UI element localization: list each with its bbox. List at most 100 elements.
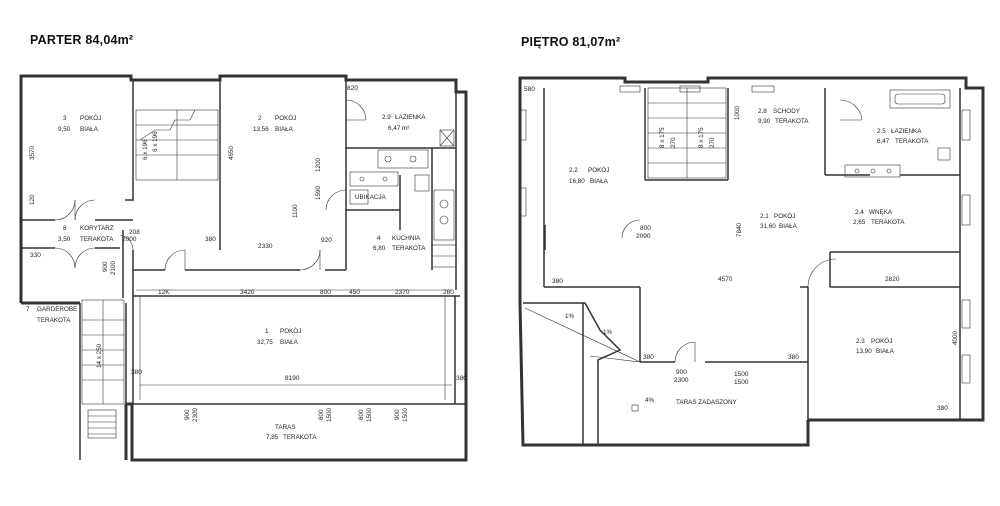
first-stairs-label-4: 270 xyxy=(709,137,716,148)
room-8-finish: TERAKOTA xyxy=(80,236,114,243)
ground-inner-walls xyxy=(21,80,466,460)
room-2-8-area: 9,90 xyxy=(758,118,771,125)
dim-900: 900 xyxy=(102,261,109,272)
ground-doors xyxy=(54,99,367,271)
dim-208: 208 xyxy=(129,229,140,236)
slope-label-2: 1% xyxy=(603,329,613,336)
dim-t1: 900 xyxy=(184,409,191,420)
taras-finish: TERAKOTA xyxy=(283,434,317,441)
room-2-8-finish: TERAKOTA xyxy=(775,118,809,125)
dim-920: 920 xyxy=(321,237,332,244)
dim-3570: 3570 xyxy=(29,145,36,160)
room-1-number: 1 xyxy=(265,328,269,335)
dim-820: 820 xyxy=(347,85,358,92)
room-2-4-area: 2,65 xyxy=(853,219,866,226)
dim-2100: 2100 xyxy=(110,260,117,275)
dim-1500-a: 1500 xyxy=(734,371,749,378)
room-4-finish: TERAKOTA xyxy=(392,245,426,252)
first-stairs-label-2: 8 x 175 xyxy=(698,127,705,148)
dim-4650: 4650 xyxy=(228,145,235,160)
room-4-number: 4 xyxy=(377,235,381,242)
slope-label-3: 4% xyxy=(645,397,655,404)
room-4-name: KUCHNIA xyxy=(392,235,421,242)
dim-120: 120 xyxy=(29,194,36,205)
dim-380-b: 380 xyxy=(643,354,654,361)
dim-380-left: 380 xyxy=(131,369,142,376)
dim-12k: 12K xyxy=(158,289,170,296)
dim-450: 450 xyxy=(349,289,360,296)
ground-details xyxy=(81,109,457,439)
room-2-2-area: 16,80 xyxy=(569,178,585,185)
ubikacja-label: UBIKACJA xyxy=(355,194,387,201)
dim-t8: 1500 xyxy=(402,407,409,422)
room-2-5-number: 2.5 xyxy=(877,128,886,135)
room-2-5-name: ŁAZIENKA xyxy=(891,128,922,135)
dim-380-c: 380 xyxy=(788,354,799,361)
room-2-8-name: SCHODY xyxy=(773,108,801,115)
room-2-8-number: 2.8 xyxy=(758,108,767,115)
dim-2300: 2300 xyxy=(674,377,689,384)
room-2-3-number: 2.3 xyxy=(856,338,865,345)
dim-800: 800 xyxy=(640,225,651,232)
room-2-2-finish: BIAŁA xyxy=(590,178,609,185)
dim-800: 800 xyxy=(320,289,331,296)
room-3-name: POKÓJ xyxy=(80,113,101,122)
room-8-number: 8 xyxy=(63,225,67,232)
room-2-9-area: 6,47 m² xyxy=(388,125,409,132)
ground-outer-walls xyxy=(19,74,468,462)
dim-580: 580 xyxy=(524,86,535,93)
first-stairs-label-3: 270 xyxy=(670,137,677,148)
dim-380-a: 380 xyxy=(552,278,563,285)
room-2-number: 2 xyxy=(258,115,262,122)
first-inner-walls xyxy=(523,88,961,445)
room-2-area: 13,56 xyxy=(253,126,269,133)
dim-2000: 2000 xyxy=(122,236,137,243)
dim-4000: 4000 xyxy=(952,330,959,345)
room-1-area: 32,75 xyxy=(257,339,273,346)
room-2-5-area: 6,47 xyxy=(877,138,890,145)
room-2-4-number: 2.4 xyxy=(855,209,864,216)
room-2-5-finish: TERAKOTA xyxy=(895,138,929,145)
room-2-4-name: WNĘKA xyxy=(869,209,893,216)
dim-t7: 900 xyxy=(394,409,401,420)
room-1-finish: BIAŁA xyxy=(280,339,299,346)
dim-1200: 1200 xyxy=(315,157,322,172)
ground-room-labels: 3 POKÓJ 9,50 BIAŁA 2 POKÓJ 13,56 BIAŁA 2… xyxy=(26,113,426,441)
room-2-1-number: 2.1 xyxy=(760,213,769,220)
room-3-number: 3 xyxy=(63,115,67,122)
taras-name: TARAS xyxy=(275,424,296,431)
taras-zadaszony-label: TARAS ZADASZONY xyxy=(676,399,738,406)
dim-1500-b: 1500 xyxy=(734,379,749,386)
dim-t5: 800 xyxy=(358,409,365,420)
room-2-3-area: 13,90 xyxy=(856,348,872,355)
ground-floor-title: PARTER 84,04m² xyxy=(30,33,134,47)
ground-floor-plan xyxy=(19,74,468,462)
room-8-name: KORYTARZ xyxy=(80,225,114,232)
dim-3420: 3420 xyxy=(240,289,255,296)
dim-t3: 800 xyxy=(318,409,325,420)
first-doors xyxy=(621,99,863,363)
first-outer-walls xyxy=(518,76,985,447)
first-details xyxy=(519,85,971,412)
room-1-name: POKÓJ xyxy=(280,326,301,335)
dim-2370: 2370 xyxy=(395,289,410,296)
ground-stairs-label-2: 6 x 196 xyxy=(152,131,159,152)
first-room-labels: 2.2 POKÓJ 16,80 BIAŁA 2.8 SCHODY 9,90 TE… xyxy=(565,108,929,406)
dim-8190: 8190 xyxy=(285,375,300,382)
dim-2820: 2820 xyxy=(885,276,900,283)
room-2-name: POKÓJ xyxy=(275,113,296,122)
dim-2090: 2090 xyxy=(636,233,651,240)
dim-260: 260 xyxy=(443,289,454,296)
room-8-area: 3,50 xyxy=(58,236,71,243)
dim-2330: 2330 xyxy=(258,243,273,250)
first-floor-title: PIĘTRO 81,07m² xyxy=(521,35,621,49)
dim-900: 900 xyxy=(676,369,687,376)
room-7-number: 7 xyxy=(26,306,30,313)
first-floor-plan xyxy=(518,76,985,447)
dim-t2: 2300 xyxy=(192,407,199,422)
room-2-1-area: 31,60 xyxy=(760,223,776,230)
room-2-1-finish: BIAŁA xyxy=(779,223,798,230)
dim-1100: 1100 xyxy=(292,204,299,218)
room-2-9-number: 2.9 xyxy=(382,114,391,121)
